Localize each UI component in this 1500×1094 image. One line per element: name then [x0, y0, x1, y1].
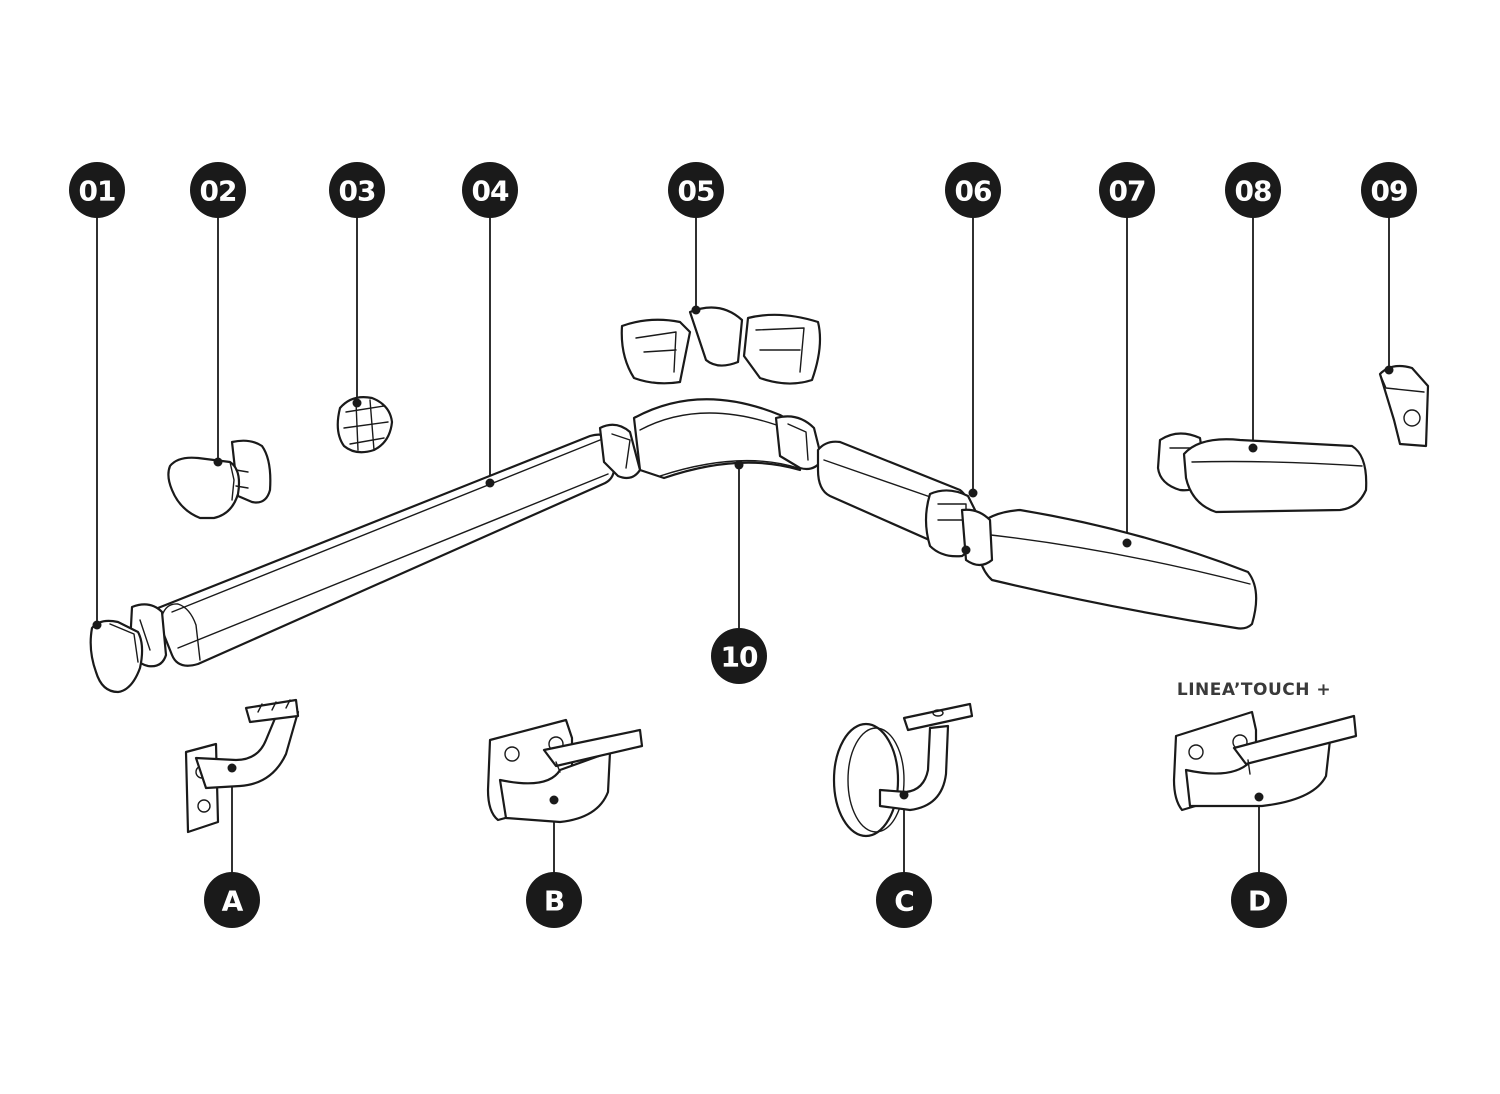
bracket-d [1172, 710, 1358, 812]
badge-06: 06 [945, 162, 1001, 218]
badge-02-label: 02 [200, 175, 237, 208]
part-02-end-cap [167, 439, 272, 520]
bracket-a [184, 698, 300, 834]
badge-10: 10 [711, 628, 767, 684]
bracket-c [832, 702, 974, 838]
badge-d-label: D [1248, 885, 1270, 918]
badge-a: A [204, 872, 260, 928]
badge-07: 07 [1099, 162, 1155, 218]
badge-c-label: C [894, 885, 914, 918]
bracket-b [486, 718, 644, 824]
part-10-corner-bend [598, 398, 824, 480]
part-01-end-cap [89, 619, 144, 694]
badge-b-label: B [544, 885, 564, 918]
badge-b: B [526, 872, 582, 928]
badge-04-label: 04 [472, 175, 509, 208]
badge-a-label: A [222, 885, 244, 918]
badge-08-label: 08 [1235, 175, 1272, 208]
linea-touch-caption: LINEA’TOUCH + [1177, 680, 1331, 700]
leader-dots [92, 305, 1394, 805]
badge-01: 01 [69, 162, 125, 218]
part-07-curved-end [960, 508, 1258, 630]
badge-c: C [876, 872, 932, 928]
leader-lines [96, 215, 1390, 873]
badge-09: 09 [1361, 162, 1417, 218]
badge-05: 05 [668, 162, 724, 218]
part-05-elbow-joint [620, 306, 822, 385]
badge-02: 02 [190, 162, 246, 218]
badge-06-label: 06 [955, 175, 992, 208]
badge-03: 03 [329, 162, 385, 218]
badge-08: 08 [1225, 162, 1281, 218]
badge-09-label: 09 [1371, 175, 1408, 208]
badge-05-label: 05 [678, 175, 715, 208]
part-09-clip-bracket [1378, 364, 1430, 448]
badge-04: 04 [462, 162, 518, 218]
part-08-curved-end [1156, 432, 1368, 514]
badge-01-label: 01 [79, 175, 116, 208]
badge-d: D [1231, 872, 1287, 928]
badge-10-label: 10 [721, 641, 758, 674]
badge-07-label: 07 [1109, 175, 1146, 208]
part-03-connector [336, 396, 394, 454]
badge-03-label: 03 [339, 175, 376, 208]
